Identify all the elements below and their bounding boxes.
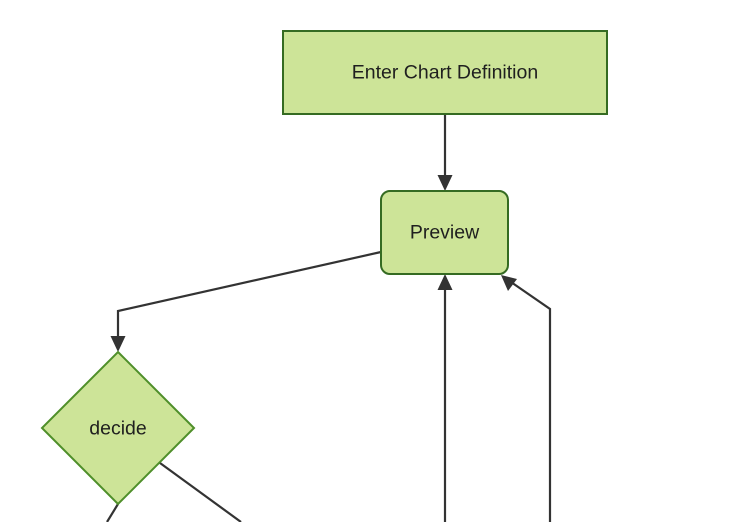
node-preview[interactable]: Preview: [380, 190, 509, 275]
node-label-preview: Preview: [410, 222, 480, 244]
node-shape-rounded-rectangle[interactable]: [380, 190, 509, 275]
node-label-enter-chart-definition: Enter Chart Definition: [352, 62, 538, 84]
edge-decide-down-right: [159, 462, 242, 522]
edge-bottom-left-to-preview: [437, 274, 453, 522]
node-enter-chart-definition[interactable]: Enter Chart Definition: [282, 30, 608, 115]
edge-line: [116, 250, 382, 342]
node-decide[interactable]: decide: [40, 350, 196, 506]
arrowhead-icon: [110, 336, 126, 352]
arrowhead-icon: [501, 275, 517, 291]
edge-line: [159, 462, 242, 522]
edge-decide-down-left: [106, 503, 119, 522]
node-label-decide: decide: [89, 418, 146, 440]
edge-enter-to-preview: [437, 114, 453, 191]
edge-bottom-right-to-preview: [501, 275, 552, 522]
edge-line: [106, 503, 119, 522]
arrowhead-icon: [437, 175, 453, 191]
node-shape-diamond[interactable]: [40, 350, 196, 506]
edge-preview-to-decide: [110, 250, 382, 352]
node-shape-rectangle[interactable]: [282, 30, 608, 115]
arrowhead-icon: [437, 274, 453, 290]
edge-line: [508, 280, 552, 522]
